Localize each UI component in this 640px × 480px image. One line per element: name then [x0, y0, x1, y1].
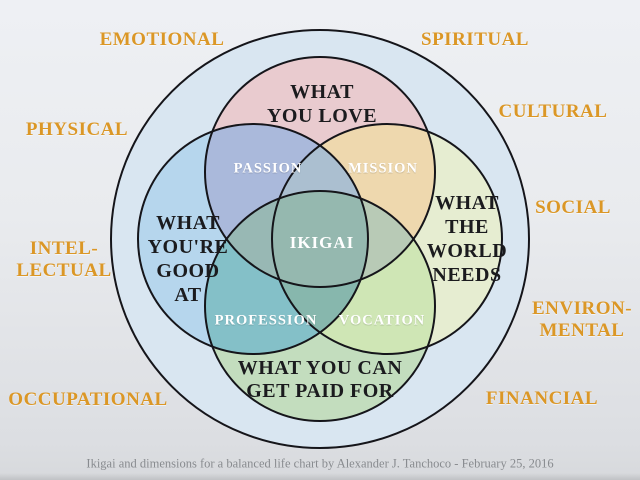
overlap-label-mission: MISSION — [348, 160, 418, 177]
dimension-label-environmental: ENVIRON- MENTAL — [531, 298, 633, 341]
overlap-good-love-paid-region — [205, 191, 368, 287]
slide-bottom-edge — [0, 473, 640, 480]
dimension-label-cultural: CULTURAL — [498, 101, 608, 122]
venn-circle-paid-for-outline — [204, 190, 436, 422]
circle-label-what-you-love: WHAT YOU LOVE — [266, 81, 378, 127]
dimension-label-spiritual: SPIRITUAL — [421, 29, 529, 50]
dimension-label-physical: PHYSICAL — [25, 119, 129, 140]
circle-label-what-youre-good-at: WHAT YOU'RE GOOD AT — [147, 212, 229, 306]
overlap-label-passion: PASSION — [233, 160, 303, 177]
center-label-ikigai: IKIGAI — [289, 233, 355, 252]
dimension-label-emotional: EMOTIONAL — [99, 29, 225, 50]
venn-circle-good-at-outline — [137, 123, 369, 355]
overlap-label-vocation: VOCATION — [338, 312, 426, 329]
overlap-world-love-paid-region — [272, 191, 435, 287]
dimension-label-intellectual: INTEL- LECTUAL — [16, 238, 112, 281]
overlap-label-profession: PROFESSION — [214, 312, 318, 329]
slide-caption: Ikigai and dimensions for a balanced lif… — [86, 456, 554, 471]
dimension-label-occupational: OCCUPATIONAL — [8, 389, 168, 410]
overlap-love-good-world-region — [272, 124, 368, 287]
circle-label-what-the-world-needs: WHAT THE WORLD NEEDS — [426, 192, 508, 286]
venn-circle-world-needs-outline — [271, 123, 503, 355]
venn-circle-love-outline — [204, 56, 436, 288]
dimension-label-social: SOCIAL — [535, 197, 611, 218]
overlap-paid-good-world-region — [272, 191, 368, 354]
dimension-label-financial: FINANCIAL — [485, 388, 599, 409]
circle-label-what-you-can-get-paid-for: WHAT YOU CAN GET PAID FOR — [237, 357, 403, 402]
